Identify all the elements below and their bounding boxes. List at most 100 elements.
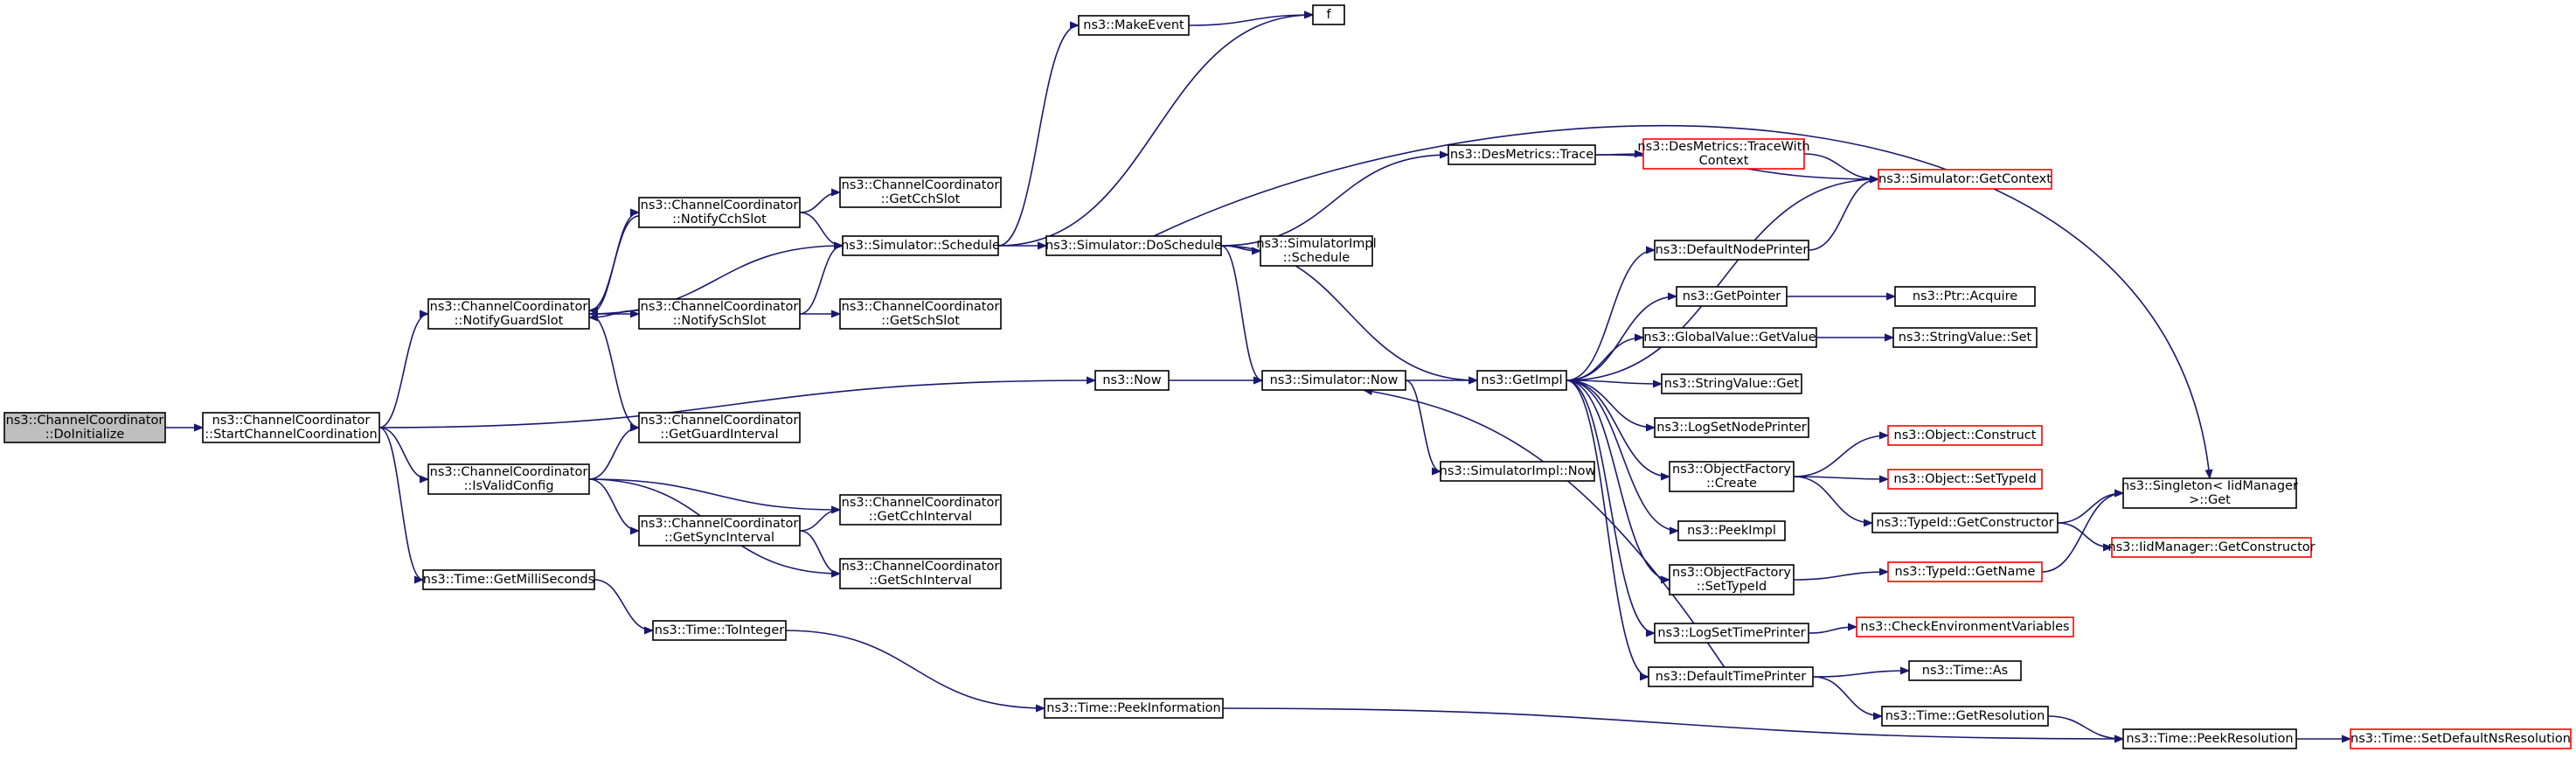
node-notifysch[interactable]: ns3::ChannelCoordinator::NotifySchSlot (638, 298, 801, 330)
node-notifyguard[interactable]: ns3::ChannelCoordinator::NotifyGuardSlot (427, 298, 590, 330)
node-box (427, 298, 590, 330)
node-box (1669, 461, 1795, 492)
node-label: ns3::SimulatorImpl (1256, 237, 1376, 251)
node-now[interactable]: ns3::Now (1094, 370, 1170, 391)
node-label: ::GetSchSlot (881, 314, 960, 328)
edge-getimpl-to-objfactcreate (1566, 380, 1670, 477)
node-label: ns3::ChannelCoordinator (6, 414, 164, 428)
edge-getimpl-to-defnodeprinter (1566, 250, 1655, 381)
edge-startcc-to-notifyguard (378, 314, 429, 428)
node-box (1669, 564, 1795, 595)
node-box (1045, 235, 1222, 256)
node-typeidgetname[interactable]: ns3::TypeId::GetName (1887, 561, 2043, 582)
node-getcchint[interactable]: ns3::ChannelCoordinator::GetCchInterval (839, 494, 1002, 526)
node-simimplsched[interactable]: ns3::SimulatorImpl::Schedule (1256, 235, 1377, 267)
node-timeas[interactable]: ns3::Time::As (1908, 660, 2022, 681)
node-label: ns3::Object::Construct (1894, 428, 2037, 442)
node-getsync[interactable]: ns3::ChannelCoordinator::GetSyncInterval (638, 515, 801, 547)
node-notifycch[interactable]: ns3::ChannelCoordinator::NotifyCchSlot (638, 197, 801, 228)
node-getschint[interactable]: ns3::ChannelCoordinator::GetSchInterval (839, 558, 1002, 589)
edge-notifycch-to-notifyguard (588, 215, 640, 310)
node-box (1892, 327, 2038, 348)
node-label: ::Schedule (1283, 251, 1350, 265)
node-label: ::GetSyncInterval (664, 531, 774, 545)
edge-tracewith-to-getcontext (1803, 153, 1878, 179)
node-label: ns3::StringValue::Set (1899, 331, 2032, 345)
node-checkenv[interactable]: ns3::CheckEnvironmentVariables (1856, 616, 2074, 637)
node-box (1260, 235, 1373, 267)
node-peekres[interactable]: ns3::Time::PeekResolution (2122, 728, 2297, 749)
node-label: ns3::Simulator::GetContext (1878, 172, 2052, 186)
node-label: ns3::DesMetrics::TraceWith (1637, 140, 1809, 154)
node-getcchslot[interactable]: ns3::ChannelCoordinator::GetCchSlot (839, 177, 1002, 208)
node-label: ::IsValidConfig (463, 479, 553, 493)
node-isvalid[interactable]: ns3::ChannelCoordinator::IsValidConfig (427, 463, 590, 495)
node-label: ns3::Time::PeekInformation (1046, 701, 1220, 715)
node-deftimeprinter[interactable]: ns3::DefaultTimePrinter (1648, 666, 1814, 687)
edge-schedule-to-f (997, 15, 1313, 247)
node-strvalget[interactable]: ns3::StringValue::Get (1661, 373, 1802, 394)
node-doschedule[interactable]: ns3::Simulator::DoSchedule (1045, 235, 1222, 256)
node-objsettypeid[interactable]: ns3::Object::SetTypeId (1887, 469, 2043, 490)
node-label: ::NotifyGuardSlot (455, 314, 564, 328)
node-label: f (1326, 8, 1331, 22)
edge-notifyguard-to-getguard (588, 313, 640, 428)
node-simnow[interactable]: ns3::Simulator::Now (1261, 370, 1406, 391)
node-defnodeprinter[interactable]: ns3::DefaultNodePrinter (1654, 240, 1809, 261)
node-objfactsettype[interactable]: ns3::ObjectFactory::SetTypeId (1669, 564, 1795, 595)
edge-typeidgetctor-to-iidgetctor (2057, 522, 2112, 547)
node-objconstruct[interactable]: ns3::Object::Construct (1887, 425, 2043, 446)
node-makeevent[interactable]: ns3::MakeEvent (1078, 15, 1190, 36)
node-getimpl[interactable]: ns3::GetImpl (1476, 370, 1567, 391)
node-simimplnow[interactable]: ns3::SimulatorImpl::Now (1440, 461, 1596, 482)
node-box (1887, 425, 2043, 446)
node-strvalset[interactable]: ns3::StringValue::Set (1892, 327, 2038, 348)
node-getschslot[interactable]: ns3::ChannelCoordinator::GetSchSlot (839, 298, 1002, 330)
node-logsettime[interactable]: ns3::LogSetTimePrinter (1654, 623, 1809, 644)
node-box (1881, 706, 2049, 727)
node-typeidgetctor[interactable]: ns3::TypeId::GetConstructor (1871, 512, 2059, 533)
node-label: ns3::ChannelCoordinator (430, 300, 588, 314)
node-label: ::StartChannelCoordination (205, 428, 377, 442)
edge-objfactcreate-to-objsettypeid (1793, 477, 1888, 479)
node-box (202, 412, 380, 443)
node-label: ::GetCchSlot (881, 192, 961, 206)
node-f[interactable]: f (1312, 4, 1345, 25)
node-box (427, 463, 590, 495)
edge-getimpl-to-logsetnode (1566, 380, 1655, 428)
node-peekinfo[interactable]: ns3::Time::PeekInformation (1044, 698, 1224, 719)
node-objfactcreate[interactable]: ns3::ObjectFactory::Create (1669, 461, 1795, 492)
node-getpointer[interactable]: ns3::GetPointer (1676, 286, 1788, 307)
node-box (1894, 286, 2036, 307)
node-box (1676, 286, 1788, 307)
node-getcontext[interactable]: ns3::Simulator::GetContext (1878, 169, 2052, 190)
node-gvgetvalue[interactable]: ns3::GlobalValue::GetValue (1642, 327, 1817, 348)
node-tointeger[interactable]: ns3::Time::ToInteger (652, 620, 787, 641)
node-schedule[interactable]: ns3::Simulator::Schedule (841, 235, 1000, 256)
node-iidgetctor[interactable]: ns3::IidManager::GetConstructor (2107, 537, 2316, 558)
node-logsetnode[interactable]: ns3::LogSetNodePrinter (1654, 417, 1809, 438)
node-singleton[interactable]: ns3::Singleton< IidManager>::Get (2121, 477, 2298, 509)
node-label: ns3::ChannelCoordinator (641, 517, 799, 531)
edge-schedule-to-makeevent (997, 25, 1080, 247)
node-ptracquire[interactable]: ns3::Ptr::Acquire (1894, 286, 2036, 307)
edge-getmilli-to-tointeger (594, 579, 654, 630)
node-label: ns3::ChannelCoordinator (641, 300, 799, 314)
node-getguard[interactable]: ns3::ChannelCoordinator::GetGuardInterva… (638, 412, 801, 443)
node-desmtrace[interactable]: ns3::DesMetrics::Trace (1448, 144, 1596, 165)
node-startcc[interactable]: ns3::ChannelCoordinator::StartChannelCoo… (202, 412, 380, 443)
node-label: ns3::ObjectFactory (1672, 566, 1791, 580)
edge-tointeger-to-peekinfo (785, 630, 1045, 708)
edge-isvalid-to-getguard (588, 428, 640, 480)
edge-getimpl-to-gvgetvalue (1566, 338, 1643, 381)
node-getmilli[interactable]: ns3::Time::GetMilliSeconds (422, 569, 595, 590)
node-box (1871, 512, 2059, 533)
node-peekimpl[interactable]: ns3::PeekImpl (1677, 520, 1786, 541)
node-timegetres[interactable]: ns3::Time::GetResolution (1881, 706, 2049, 727)
edge-typeidgetname-to-singleton (2041, 493, 2123, 573)
node-setdefres[interactable]: ns3::Time::SetDefaultNsResolution (2350, 728, 2572, 749)
node-label: ns3::ObjectFactory (1672, 463, 1791, 477)
node-box (1887, 561, 2043, 582)
node-doinit[interactable]: ns3::ChannelCoordinator::DoInitialize (3, 412, 166, 443)
